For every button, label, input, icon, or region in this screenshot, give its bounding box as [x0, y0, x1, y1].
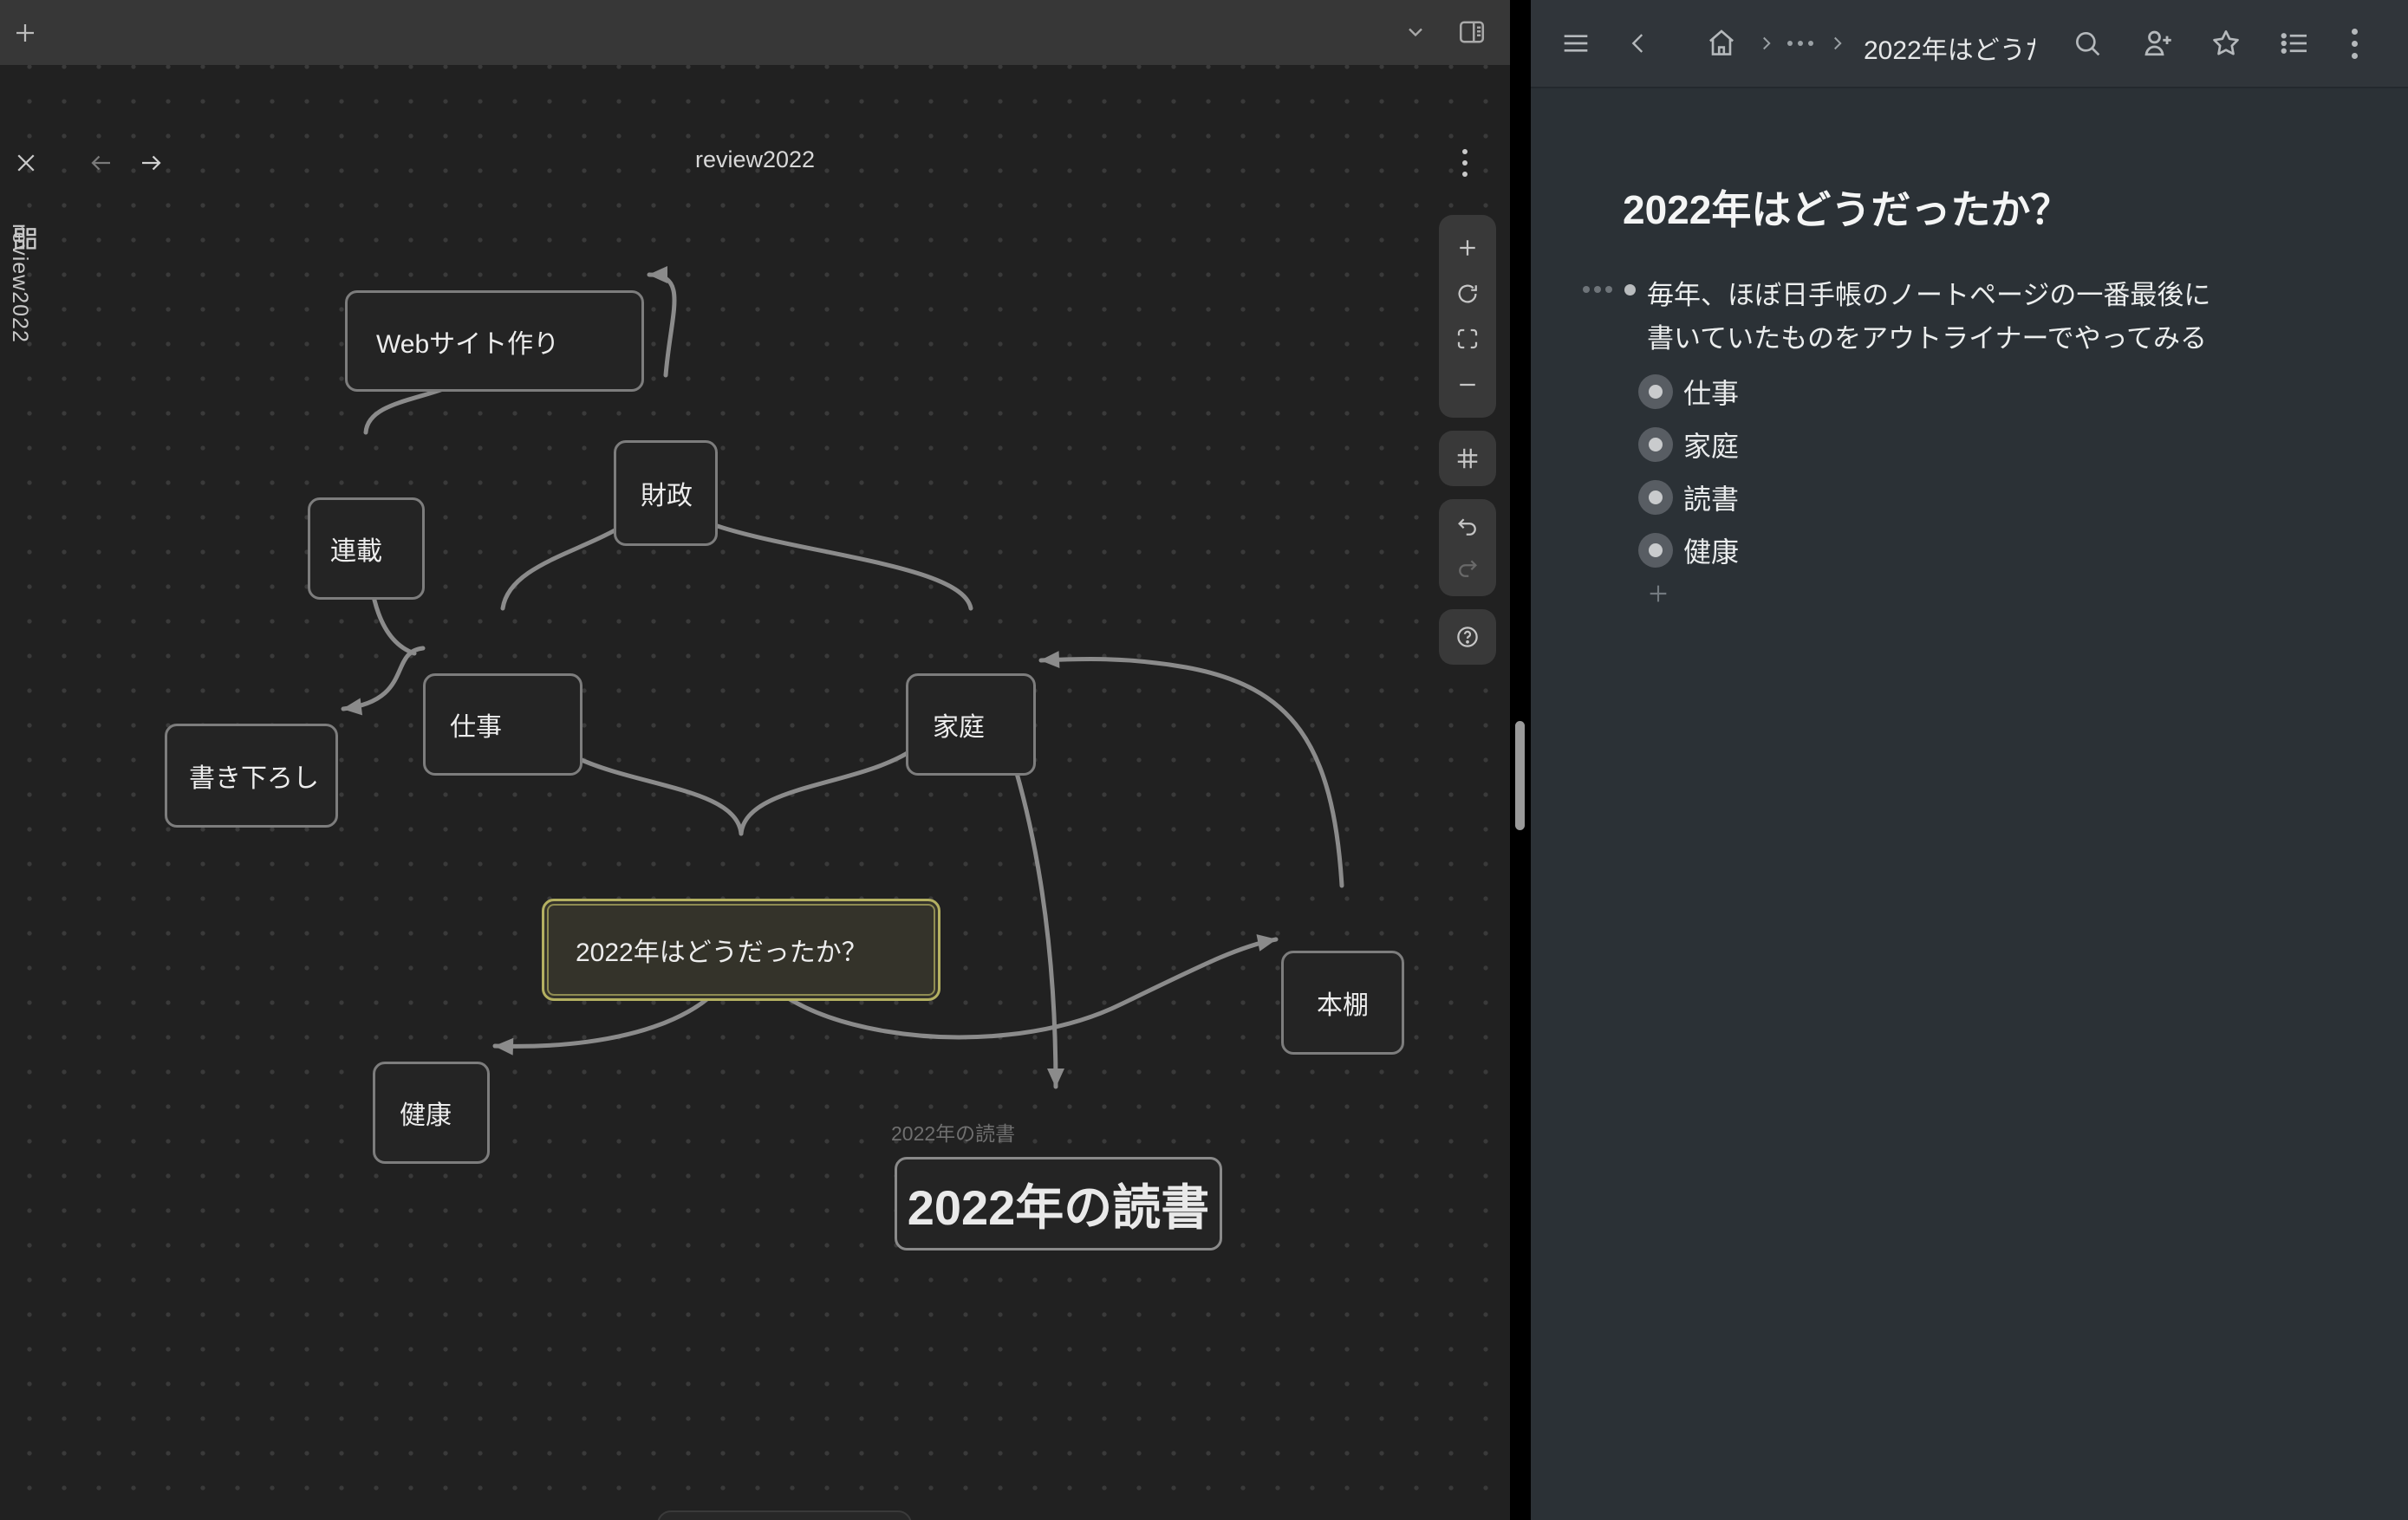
new-tab-plus-icon[interactable]: [10, 18, 40, 48]
list-item-label[interactable]: 健康: [1683, 536, 1740, 568]
bullet-collapsed-icon[interactable]: [1638, 532, 1673, 568]
bullet-icon[interactable]: [1624, 284, 1636, 296]
favorite-star-icon[interactable]: [2207, 24, 2245, 62]
list-view-icon[interactable]: [2275, 24, 2314, 62]
fit-view-icon[interactable]: [1455, 326, 1481, 352]
bullet-collapsed-icon[interactable]: [1638, 426, 1673, 462]
nav-forward-icon[interactable]: [137, 149, 165, 177]
collapse-chevron-icon[interactable]: [1401, 19, 1430, 45]
card-node[interactable]: 書き下ろし: [165, 724, 338, 828]
pane-divider[interactable]: [1510, 0, 1531, 1520]
card-node[interactable]: 本棚: [1281, 951, 1404, 1055]
split-view-icon[interactable]: [1455, 15, 1489, 49]
grid-toggle-icon[interactable]: [1455, 445, 1481, 471]
card-node[interactable]: 健康: [373, 1062, 490, 1164]
card-caption: 2022年の読書: [891, 1122, 1016, 1145]
list-item[interactable]: 家庭: [1638, 418, 1739, 471]
list-item[interactable]: 読書: [1638, 471, 1739, 523]
nav-back-icon[interactable]: [88, 149, 115, 177]
card-node[interactable]: 仕事: [423, 673, 582, 776]
list-item[interactable]: 仕事: [1638, 365, 1739, 418]
selected-card-node[interactable]: 2022年はどうだったか？: [542, 899, 940, 1001]
undo-icon[interactable]: [1455, 514, 1481, 540]
list-item-label[interactable]: 仕事: [1683, 377, 1740, 409]
card-node[interactable]: 財政: [614, 440, 718, 546]
breadcrumb-ellipsis-icon[interactable]: [1780, 31, 1820, 55]
board-grid-icon[interactable]: [10, 224, 40, 253]
breadcrumb-separator-icon: [1826, 29, 1850, 57]
help-panel: [1439, 609, 1496, 665]
redo-icon[interactable]: [1455, 555, 1481, 581]
whiteboard-pane: review2022 review2022 Webサイト作り 財政 連載 仕事 …: [0, 0, 1510, 1520]
home-icon[interactable]: [1702, 24, 1741, 62]
zoom-in-icon[interactable]: [1455, 235, 1481, 261]
reset-rotation-icon[interactable]: [1455, 281, 1481, 307]
back-chevron-icon[interactable]: [1623, 28, 1654, 59]
outline-note-text[interactable]: 毎年、ほぼ日手帳のノートページの一番最後に書いていたものをアウトライナーでやって…: [1647, 280, 2211, 354]
card-create-toolbar: [657, 1510, 912, 1520]
breadcrumb-separator-icon: [1754, 29, 1779, 57]
card-node[interactable]: 家庭: [906, 673, 1036, 776]
search-icon[interactable]: [2068, 24, 2106, 62]
outline-note-row[interactable]: 毎年、ほぼ日手帳のノートページの一番最後に書いていたものをアウトライナーでやって…: [1583, 274, 2219, 361]
card-node[interactable]: Webサイト作り: [345, 290, 644, 392]
scrollbar-thumb[interactable]: [1515, 721, 1525, 830]
close-icon[interactable]: [12, 149, 40, 177]
bullet-collapsed-icon[interactable]: [1638, 479, 1673, 515]
undo-redo-panel: [1439, 499, 1496, 596]
add-item-plus-icon[interactable]: [1643, 579, 1673, 608]
linked-card-node[interactable]: 2022年の読書: [895, 1157, 1222, 1250]
breadcrumb-current-page[interactable]: 2022年はどうだったか？: [1864, 36, 2035, 63]
outliner-pane: 2022年はどうだったか？: [1531, 0, 2408, 1520]
drag-handle-dots-icon[interactable]: [1583, 286, 1612, 361]
bullet-collapsed-icon[interactable]: [1638, 374, 1673, 409]
more-options-icon[interactable]: [2340, 26, 2368, 61]
help-icon[interactable]: [1455, 624, 1481, 650]
list-item-label[interactable]: 読書: [1683, 483, 1740, 515]
list-item[interactable]: 健康: [1638, 523, 1739, 576]
whiteboard-canvas[interactable]: review2022 review2022 Webサイト作り 財政 連載 仕事 …: [0, 65, 1510, 1520]
share-add-person-icon[interactable]: [2138, 24, 2177, 62]
vertical-tab-label[interactable]: review2022: [8, 224, 32, 343]
grid-toggle-panel: [1439, 431, 1496, 486]
page-title[interactable]: 2022年はどうだったか？: [1623, 187, 2071, 232]
menu-icon[interactable]: [1557, 26, 1595, 61]
zoom-out-icon[interactable]: [1455, 372, 1481, 398]
outliner-header: 2022年はどうだったか？: [1531, 0, 2408, 88]
card-node[interactable]: 連載: [308, 497, 425, 600]
canvas-title: review2022: [694, 146, 816, 172]
list-item-label[interactable]: 家庭: [1683, 430, 1740, 462]
zoom-control-panel: [1439, 215, 1496, 418]
more-options-icon[interactable]: [1451, 147, 1479, 179]
tab-bar: [0, 0, 1510, 65]
